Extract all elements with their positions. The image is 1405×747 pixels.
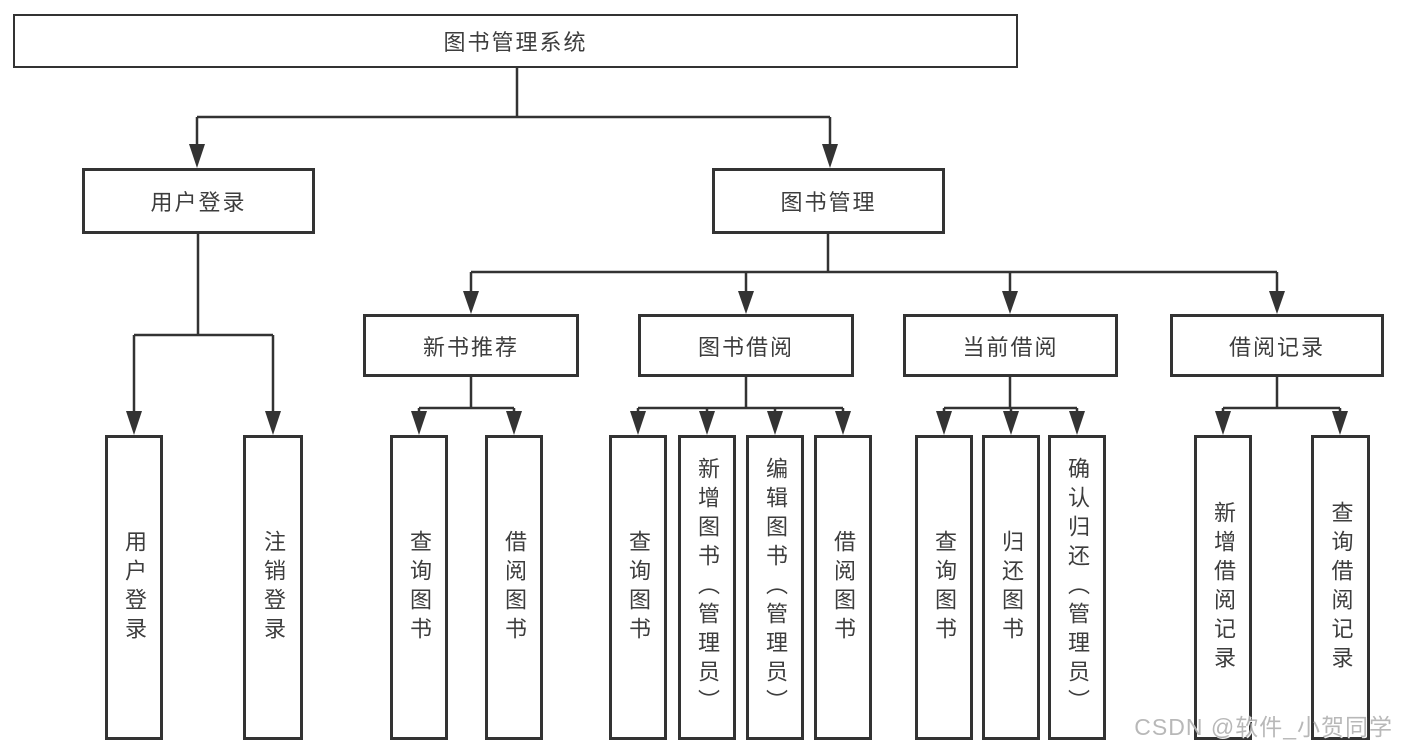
node-library-management-system: 图书管理系统 <box>13 14 1018 68</box>
node-user-login: 用户登录 <box>82 168 315 234</box>
node-book-borrow: 图书借阅 <box>638 314 854 377</box>
node-label: 借阅图书 <box>831 529 856 646</box>
node-label: 查询图书 <box>626 529 651 646</box>
node-label: 查询图书 <box>932 529 957 646</box>
node-borrow-records: 借阅记录 <box>1170 314 1384 377</box>
node-label: 查询图书 <box>407 529 432 646</box>
node-book-management: 图书管理 <box>712 168 945 234</box>
leaf-confirm-return-admin: 确认归还（管理员） <box>1048 435 1106 740</box>
node-label: 新增借阅记录 <box>1211 500 1236 675</box>
node-label: 当前借阅 <box>962 334 1059 360</box>
leaf-return-book: 归还图书 <box>982 435 1040 740</box>
node-label: 注销登录 <box>261 529 286 646</box>
leaf-borrow-books-recommend: 借阅图书 <box>485 435 543 740</box>
leaf-add-book-admin: 新增图书（管理员） <box>678 435 736 740</box>
node-label: 借阅记录 <box>1228 334 1325 360</box>
leaf-query-books-current: 查询图书 <box>915 435 973 740</box>
node-label: 图书管理系统 <box>443 30 588 55</box>
node-label: 查询借阅记录 <box>1328 500 1354 675</box>
watermark-text: CSDN @软件_小贺同学 <box>1134 714 1393 740</box>
node-label: 图书管理 <box>780 190 877 215</box>
leaf-query-books-recommend: 查询图书 <box>390 435 448 740</box>
leaf-add-borrow-record: 新增借阅记录 <box>1194 435 1252 740</box>
leaf-query-borrow-record: 查询借阅记录 <box>1311 435 1370 740</box>
node-label: 新书推荐 <box>422 334 519 360</box>
leaf-edit-book-admin: 编辑图书（管理员） <box>746 435 804 740</box>
leaf-logout: 注销登录 <box>243 435 303 740</box>
node-label: 新增图书（管理员） <box>695 457 720 718</box>
node-label: 图书借阅 <box>697 334 794 360</box>
node-label: 用户登录 <box>150 190 247 215</box>
node-label: 编辑图书（管理员） <box>763 457 788 718</box>
node-new-book-recommend: 新书推荐 <box>363 314 579 377</box>
node-label: 借阅图书 <box>502 529 527 646</box>
leaf-borrow-books: 借阅图书 <box>814 435 872 740</box>
leaf-query-books-borrow: 查询图书 <box>609 435 667 740</box>
node-label: 确认归还（管理员） <box>1065 457 1090 718</box>
leaf-user-login: 用户登录 <box>105 435 163 740</box>
node-label: 用户登录 <box>122 529 147 646</box>
node-label: 归还图书 <box>999 529 1024 646</box>
node-current-borrow: 当前借阅 <box>903 314 1118 377</box>
